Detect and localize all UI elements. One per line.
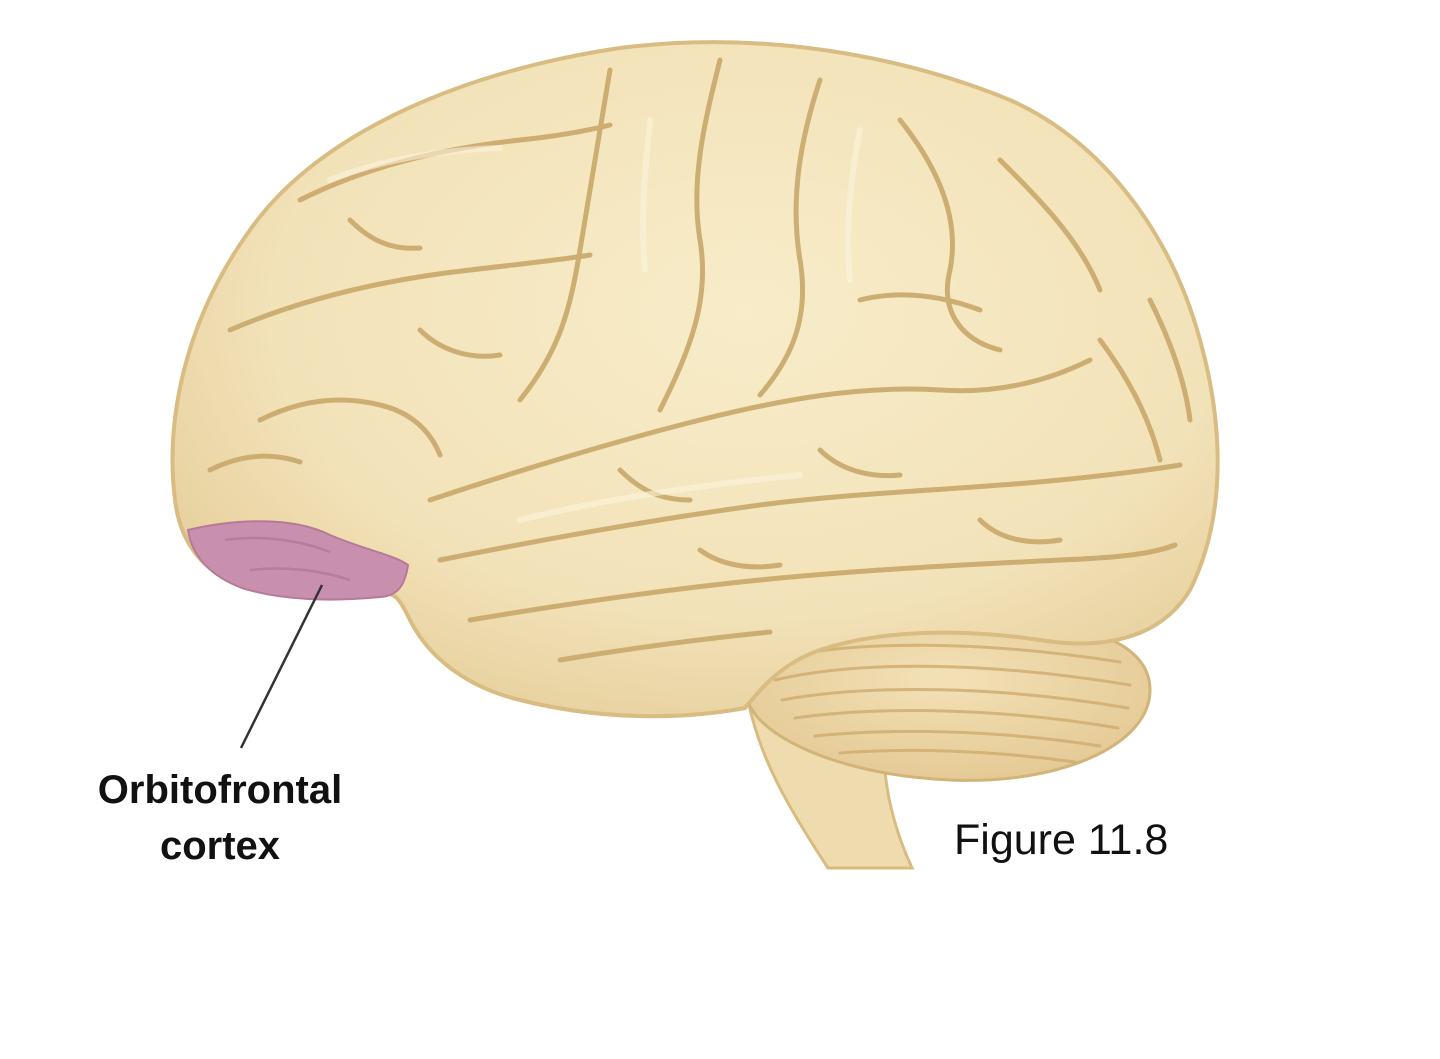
orbitofrontal-cortex-label: Orbitofrontal cortex bbox=[70, 762, 370, 874]
cerebrum bbox=[170, 40, 1220, 719]
leader-line bbox=[239, 584, 324, 749]
figure-caption: Figure 11.8 bbox=[954, 816, 1169, 864]
cortical-folds bbox=[207, 57, 1193, 663]
region-label-line2: cortex bbox=[159, 824, 281, 868]
orbitofrontal-region bbox=[186, 520, 410, 601]
region-label-line1: Orbitofrontal bbox=[97, 768, 343, 812]
